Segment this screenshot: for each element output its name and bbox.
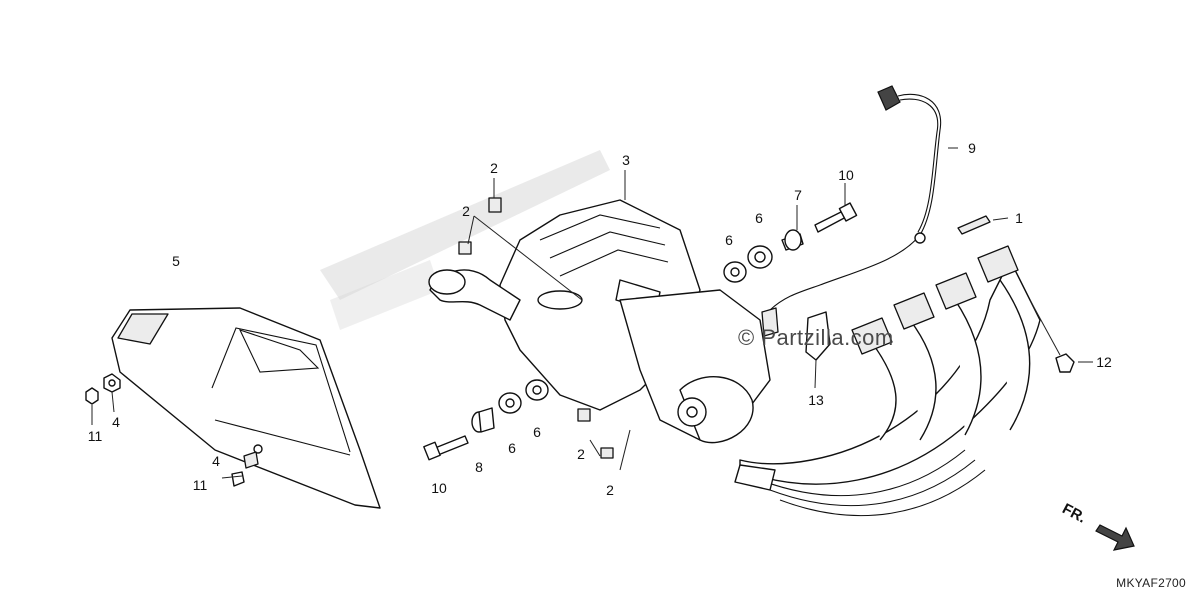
hardware: [85, 197, 1075, 487]
callout-6a: 6: [725, 232, 733, 248]
callout-3: 3: [622, 152, 630, 168]
callout-2b: 2: [462, 203, 470, 219]
callout-10b: 10: [431, 480, 447, 496]
front-direction-arrow: [1095, 524, 1135, 551]
spring-pin: [957, 215, 991, 235]
callout-2d: 2: [606, 482, 614, 498]
callout-2c: 2: [577, 446, 585, 462]
elbow-pipe: [428, 269, 521, 321]
callout-6c: 6: [508, 440, 516, 456]
watermark: © Partzilla.com: [738, 325, 894, 350]
catalyst-body: [619, 289, 771, 444]
callout-1: 1: [1015, 210, 1023, 226]
callout-7: 7: [794, 187, 802, 203]
callout-8: 8: [475, 459, 483, 475]
callout-4b: 4: [212, 453, 220, 469]
sensor-wire: [761, 85, 942, 337]
callout-13: 13: [808, 392, 824, 408]
header-pipes: [734, 245, 1041, 517]
sensor-bracket: [805, 311, 831, 361]
callout-6b: 6: [755, 210, 763, 226]
leader-lines: [91, 147, 1093, 479]
muffler-cover: [111, 307, 381, 509]
callout-11b: 11: [192, 477, 208, 493]
callout-6d: 6: [533, 424, 541, 440]
callout-11a: 11: [87, 428, 103, 444]
callout-5: 5: [172, 253, 180, 269]
callout-2a: 2: [490, 160, 498, 176]
shadow-dots: [320, 150, 610, 330]
diagram-code: MKYAF2700: [1116, 576, 1186, 590]
callout-4a: 4: [112, 414, 120, 430]
callout-10a: 10: [838, 167, 854, 183]
callout-12: 12: [1096, 354, 1112, 370]
callout-9: 9: [968, 140, 976, 156]
